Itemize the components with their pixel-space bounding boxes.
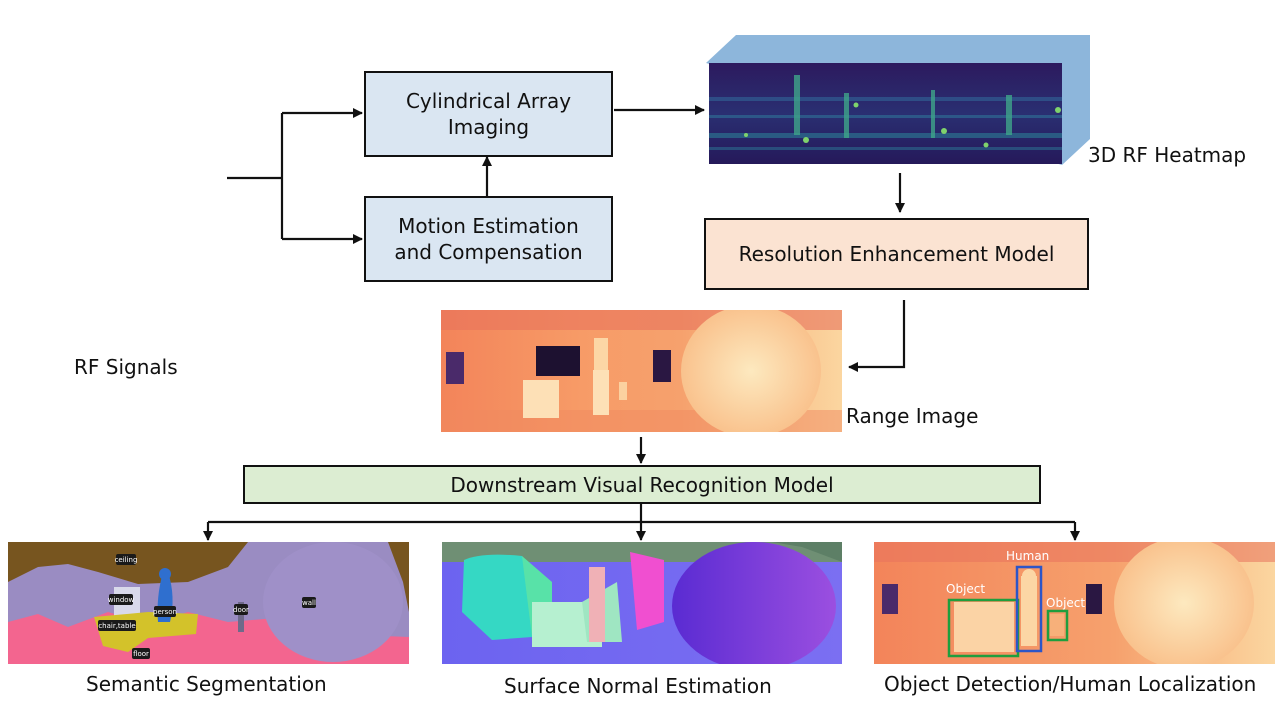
seg-tag-floor: floor bbox=[133, 650, 149, 658]
seg-tag-window: window bbox=[108, 596, 135, 604]
object-detection-image: Human Object Object bbox=[874, 542, 1275, 664]
rf-signals-label: RF Signals bbox=[74, 355, 178, 379]
resolution-enhancement-block: Resolution Enhancement Model bbox=[704, 218, 1089, 290]
range-image-label: Range Image bbox=[846, 404, 979, 428]
arrow-resolution-to-range bbox=[848, 300, 906, 372]
resolution-block-label: Resolution Enhancement Model bbox=[738, 242, 1055, 266]
downstream-recognition-block: Downstream Visual Recognition Model bbox=[243, 465, 1041, 504]
range-image bbox=[441, 310, 842, 432]
semantic-segmentation-label: Semantic Segmentation bbox=[86, 672, 327, 696]
segmentation-image: ceiling window person chair,table door w… bbox=[8, 542, 409, 664]
cylindrical-block-line2: Imaging bbox=[447, 115, 530, 139]
motion-block-line2: and Compensation bbox=[394, 240, 583, 264]
seg-tag-door: door bbox=[233, 606, 249, 614]
seg-tag-chairtable: chair,table bbox=[98, 622, 135, 630]
surface-normal-image bbox=[442, 542, 842, 664]
rf-heatmap-label: 3D RF Heatmap bbox=[1088, 143, 1247, 167]
det-tag-object-1: Object bbox=[946, 582, 985, 596]
motion-block-line1: Motion Estimation bbox=[398, 214, 579, 238]
cylindrical-array-imaging-block: Cylindrical Array Imaging bbox=[364, 71, 613, 157]
rf-heatmap-image bbox=[706, 35, 1090, 165]
seg-tag-wall: wall bbox=[302, 599, 316, 607]
seg-tag-ceiling: ceiling bbox=[115, 556, 138, 564]
det-tag-object-2: Object bbox=[1046, 596, 1085, 610]
motion-estimation-block: Motion Estimation and Compensation bbox=[364, 196, 613, 282]
downstream-block-label: Downstream Visual Recognition Model bbox=[450, 472, 834, 497]
cylindrical-block-line1: Cylindrical Array bbox=[405, 89, 572, 113]
surface-normal-label: Surface Normal Estimation bbox=[504, 674, 772, 698]
det-tag-human: Human bbox=[1006, 549, 1049, 563]
seg-tag-person: person bbox=[153, 608, 177, 616]
object-detection-label: Object Detection/Human Localization bbox=[884, 672, 1257, 696]
